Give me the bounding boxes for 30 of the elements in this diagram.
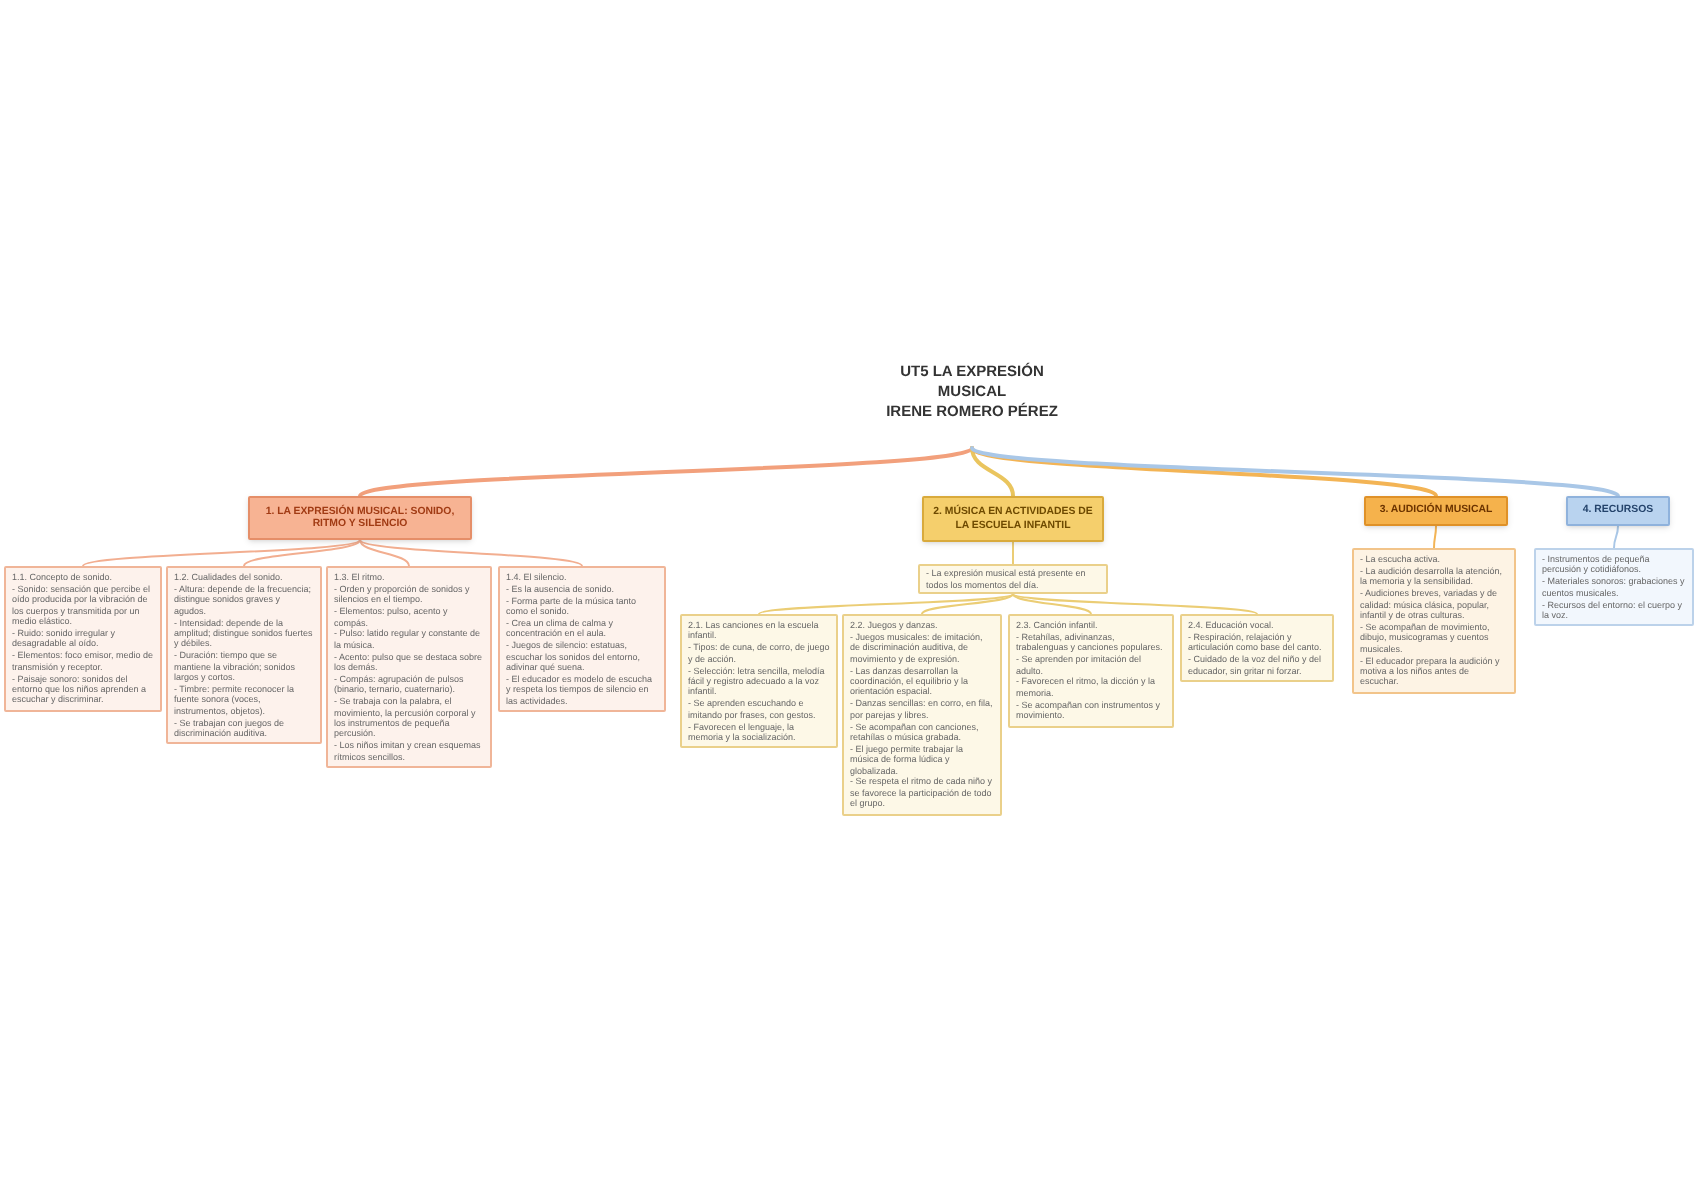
note-card <box>842 614 1002 816</box>
branch-line <box>970 446 1620 498</box>
connector-line <box>82 539 361 567</box>
connector-line <box>1012 593 1258 615</box>
note-card <box>918 564 1108 594</box>
note-card <box>166 566 322 745</box>
note-card <box>498 566 666 713</box>
note-card <box>1352 548 1516 694</box>
note-card <box>1008 614 1174 728</box>
topic-box <box>248 496 472 540</box>
note-card <box>1534 548 1694 627</box>
connector-line <box>758 593 1014 615</box>
note-card <box>1180 614 1334 682</box>
topic-box <box>1364 496 1508 526</box>
connector-line <box>243 539 361 567</box>
note-card <box>4 566 162 712</box>
connector-line <box>359 539 410 567</box>
connector-line <box>1012 541 1014 565</box>
connector-line <box>1012 593 1092 615</box>
connector-line <box>1433 525 1437 549</box>
connector-line <box>359 539 583 567</box>
note-card <box>326 566 492 769</box>
branch-line <box>358 446 974 498</box>
connector-line <box>1613 525 1619 549</box>
branch-line <box>970 446 1015 498</box>
connector-line <box>921 593 1014 615</box>
topic-box <box>922 496 1104 542</box>
note-card <box>680 614 838 749</box>
branch-line <box>970 446 1438 498</box>
topic-box <box>1566 496 1670 526</box>
